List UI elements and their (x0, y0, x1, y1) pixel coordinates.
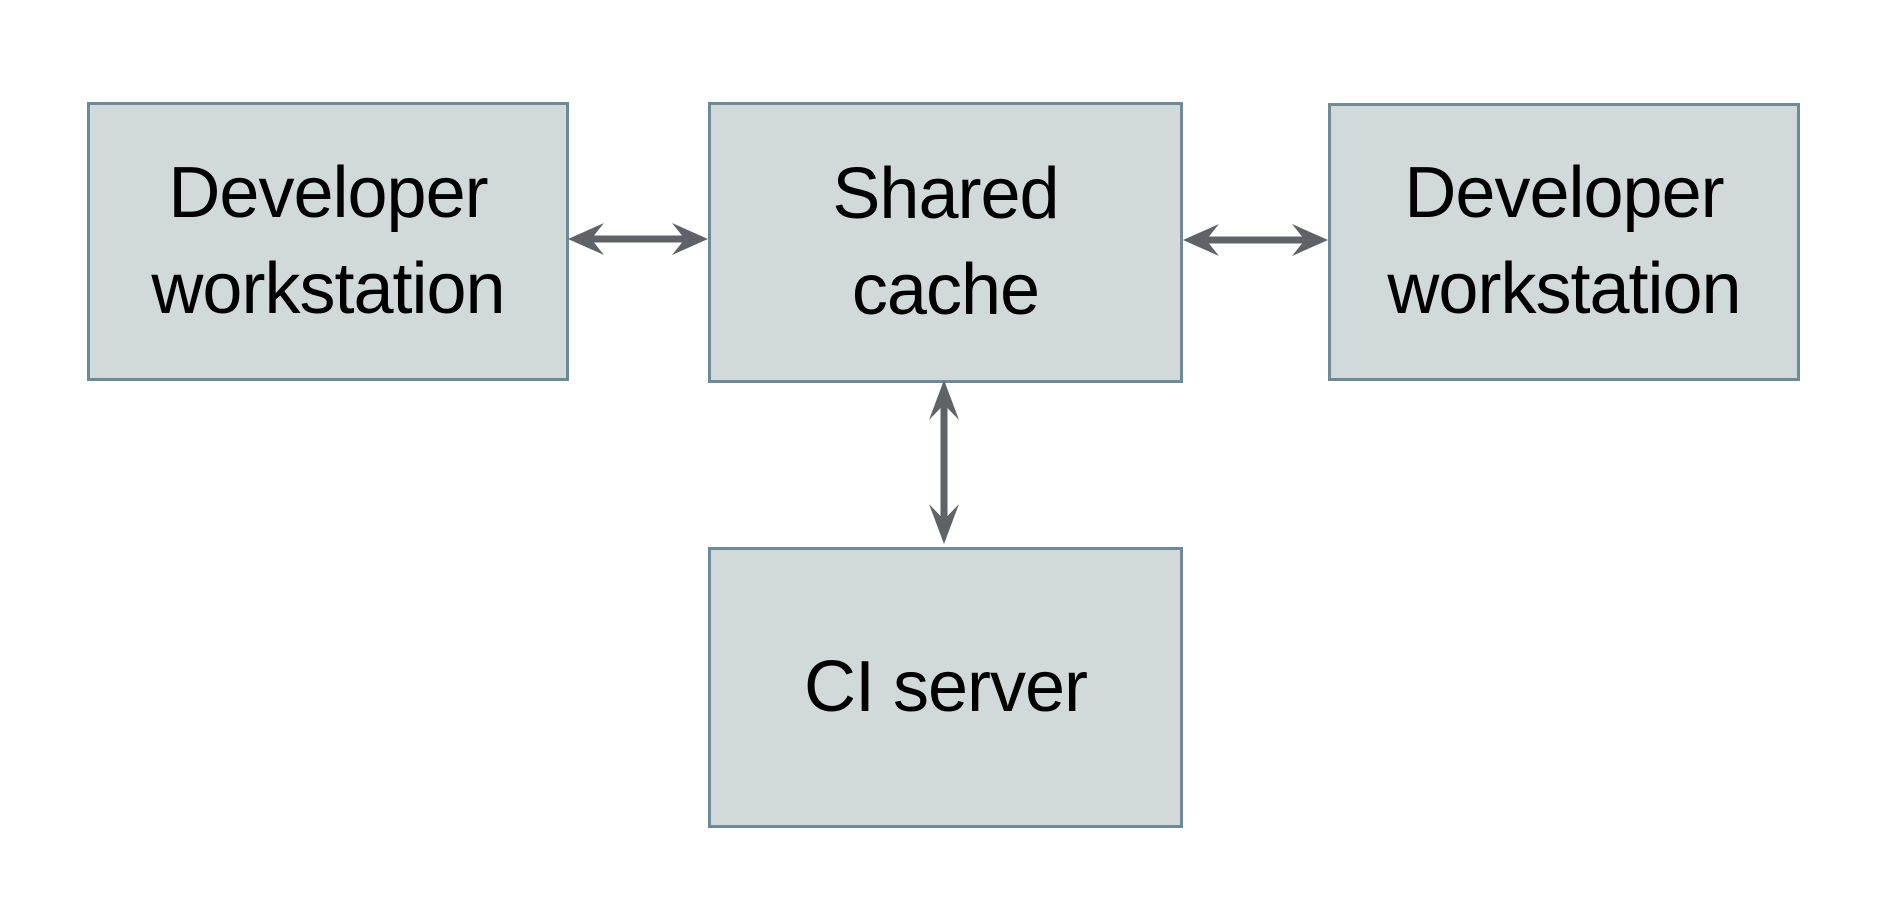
node-label-line: Developer (168, 152, 488, 233)
node-shared-cache: Shared cache (708, 102, 1183, 383)
node-developer-workstation-right: Developer workstation (1328, 103, 1800, 381)
node-label-line: CI server (803, 646, 1088, 727)
node-label-line: cache (851, 249, 1040, 330)
node-ci-server: CI server (708, 547, 1183, 828)
node-developer-workstation-left: Developer workstation (87, 102, 569, 381)
node-label-line: Developer (1404, 153, 1724, 234)
node-label-line: Shared (832, 153, 1059, 234)
double-arrow-icon-cache-ciserver (929, 380, 959, 544)
double-arrow-icon-devleft-cache (568, 223, 708, 255)
double-arrow-icon-cache-devright (1183, 224, 1328, 256)
node-label-line: workstation (1387, 249, 1741, 329)
node-label-line: workstation (151, 248, 505, 329)
